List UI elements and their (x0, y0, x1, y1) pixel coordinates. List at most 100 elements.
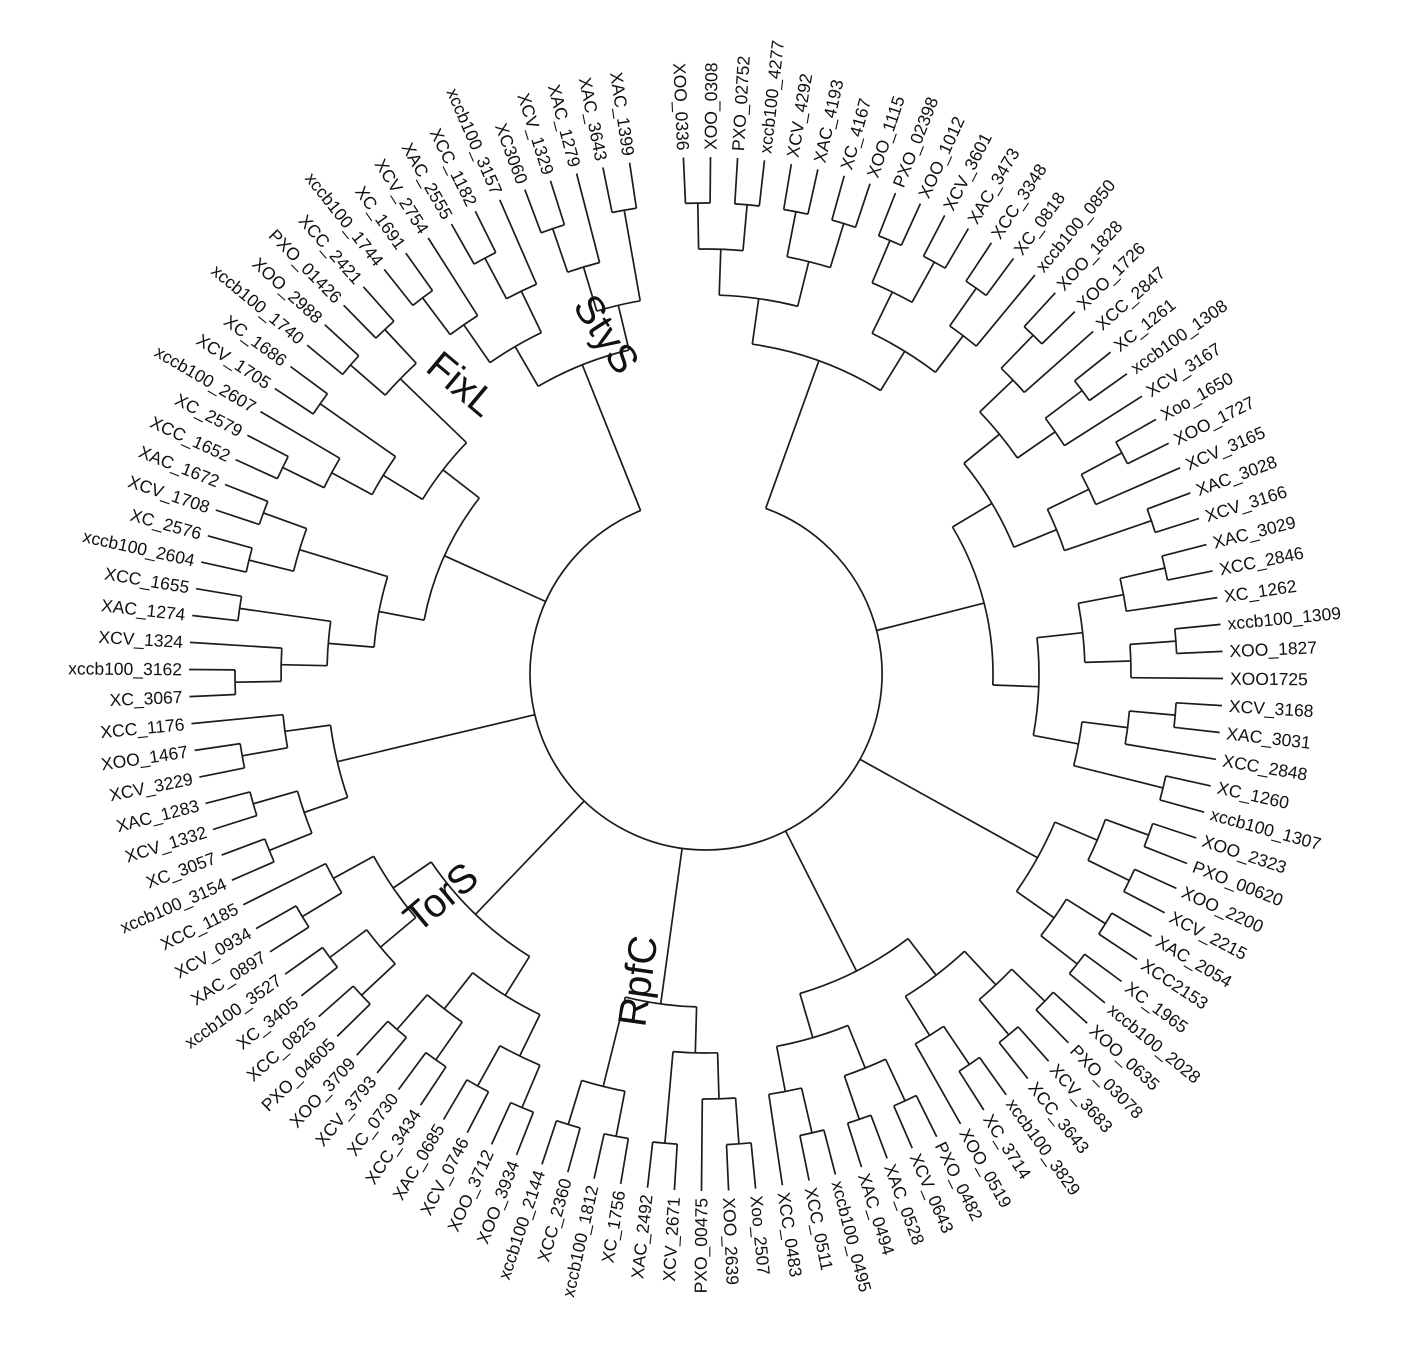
branch-line (1074, 351, 1112, 382)
branch-line (397, 1052, 427, 1091)
branch-arc (280, 648, 283, 682)
branch-line (318, 985, 354, 1018)
branch-arc (341, 355, 360, 375)
branch-line (378, 610, 425, 622)
branch-line (499, 199, 538, 285)
branch-line (1129, 710, 1176, 716)
branch-arc (611, 207, 637, 214)
branch-line (356, 1020, 389, 1056)
branch-line (1011, 968, 1046, 1002)
branch-arc (1068, 953, 1086, 975)
branch-line (205, 791, 251, 805)
branch-line (871, 291, 894, 334)
branch-line (733, 157, 739, 204)
branch-line (985, 257, 1015, 296)
branch-arc (324, 863, 343, 894)
branch-arc (430, 861, 530, 958)
branch-line (549, 180, 566, 226)
branch-arc (1073, 380, 1091, 401)
leaf-label: XAC_3031 (1225, 723, 1311, 753)
branch-line (952, 502, 993, 528)
branch-line (199, 767, 245, 778)
branch-arc (321, 947, 339, 968)
branch-line (963, 433, 1001, 464)
branch-line (1078, 593, 1124, 605)
branch-arc (423, 497, 480, 621)
branch-line (383, 268, 414, 306)
branch-arc (844, 1058, 886, 1077)
branch-line (1088, 373, 1128, 402)
branch-line (212, 814, 258, 831)
branch-line (336, 1003, 371, 1038)
branch-arc (672, 1050, 718, 1054)
branch-line (466, 1091, 490, 1133)
branch-line (474, 800, 585, 915)
leaf-label: XCC_1176 (100, 714, 186, 743)
branch-line (268, 832, 313, 852)
branch-line (602, 167, 613, 213)
leaf-label: xccb100_1309 (1227, 603, 1342, 635)
branch-line (782, 163, 793, 210)
branch-line (242, 862, 327, 906)
branch-arc (323, 457, 341, 489)
branch-line (799, 1135, 810, 1181)
branch-line (694, 1006, 698, 1053)
branch-line (319, 403, 396, 458)
branch-line (700, 1098, 704, 1192)
branch-line (870, 1114, 888, 1159)
branch-line (628, 162, 638, 209)
branch-arc (466, 1079, 489, 1093)
branch-line (673, 1144, 679, 1191)
branch-line (476, 1045, 501, 1087)
leaf-label: Xoo_2507 (745, 1195, 774, 1276)
branch-line (191, 713, 284, 725)
branch-line (421, 297, 451, 336)
leaf-label: PXO_02752 (728, 55, 755, 151)
branch-arc (276, 456, 289, 480)
branch-line (231, 861, 275, 881)
branch-line (435, 1021, 463, 1061)
branch-arc (249, 791, 258, 816)
branch-arc (1032, 637, 1040, 736)
branch-line (877, 192, 897, 237)
branch-arc (1123, 868, 1136, 892)
branch-arc (373, 576, 389, 648)
branch-line (979, 379, 1014, 413)
branch-arc (264, 838, 275, 863)
branch-line (260, 410, 341, 460)
branch-arc (726, 1141, 752, 1146)
branch-line (405, 252, 434, 292)
branch-line (1044, 389, 1083, 419)
branch-line (379, 916, 417, 948)
branch-line (786, 211, 797, 257)
branch-line (201, 561, 247, 573)
branch-line (911, 261, 936, 303)
branch-line (1068, 972, 1106, 1004)
branch-line (623, 210, 642, 301)
branch-line (1054, 821, 1098, 841)
branch-line (1126, 596, 1218, 613)
branch-line (551, 228, 569, 273)
branch-line (742, 204, 748, 251)
branch-line (1161, 543, 1207, 557)
branch-line (399, 378, 468, 444)
branch-line (1174, 623, 1221, 630)
branch-line (1098, 933, 1138, 961)
branch-arc (581, 1079, 626, 1093)
branch-line (998, 1042, 1029, 1080)
leaf-label: XOO_2639 (718, 1197, 743, 1285)
branch-line (1023, 292, 1056, 328)
branch-line (846, 1122, 863, 1168)
branch-line (615, 1091, 626, 1137)
branch-arc (871, 332, 936, 373)
branch-line (1129, 640, 1176, 646)
branch-line (751, 298, 760, 345)
leaf-label: XOO_0308 (701, 62, 723, 150)
leaf-label: XOO_1467 (100, 742, 190, 776)
branch-line (900, 203, 922, 246)
branch-arc (1129, 644, 1132, 678)
branch-arc (949, 325, 977, 347)
branch-arc (296, 790, 313, 834)
branch-line (1052, 991, 1088, 1024)
branch-line (349, 364, 386, 396)
